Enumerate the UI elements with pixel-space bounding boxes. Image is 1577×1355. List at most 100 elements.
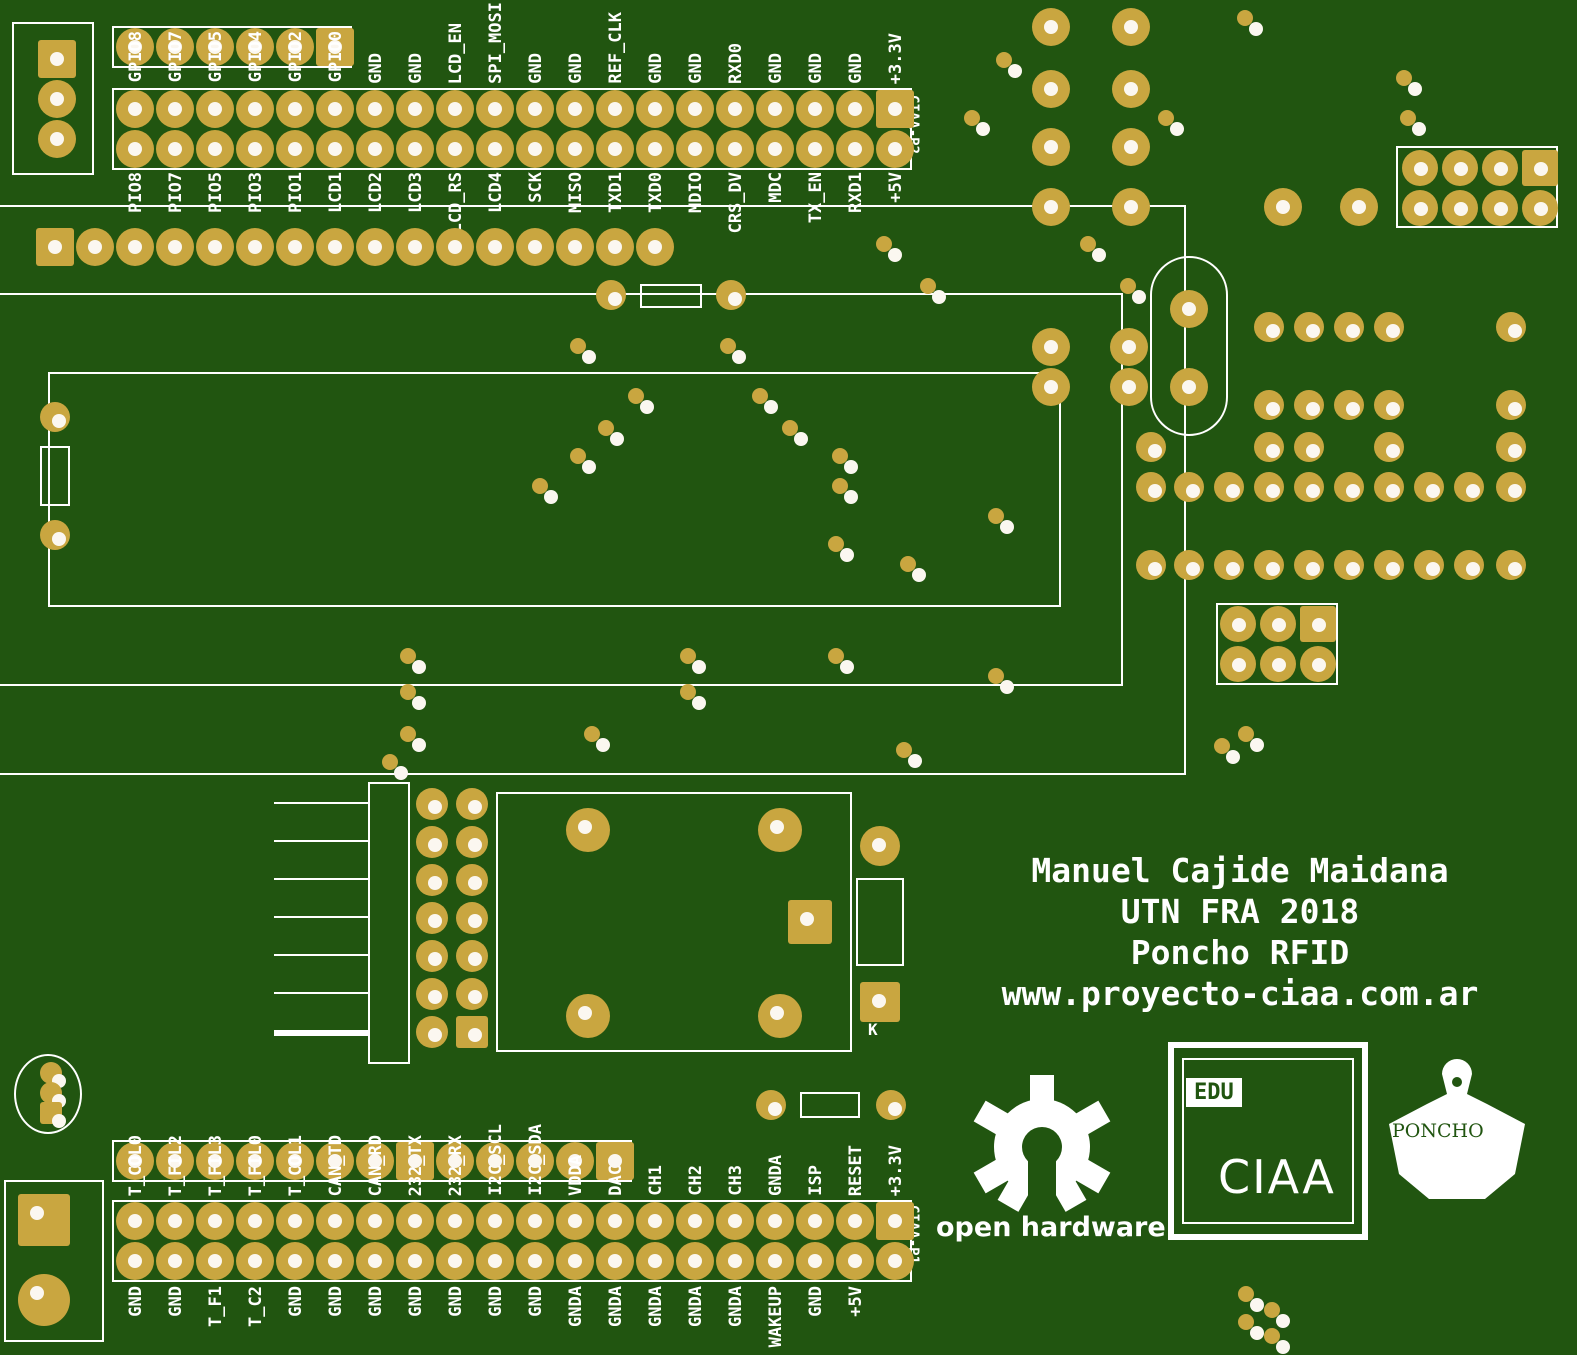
website: www.proyecto-ciaa.com.ar bbox=[1001, 974, 1479, 1013]
pad bbox=[356, 228, 394, 266]
pin-label: CAN_TD bbox=[326, 1134, 346, 1196]
pad bbox=[416, 826, 448, 858]
pad bbox=[716, 130, 754, 168]
pad bbox=[276, 90, 314, 128]
pad bbox=[1414, 550, 1444, 580]
pad bbox=[570, 338, 596, 364]
pad bbox=[156, 90, 194, 128]
pad bbox=[476, 1202, 514, 1240]
pin-label: GND bbox=[806, 1286, 826, 1317]
pad bbox=[680, 648, 706, 674]
pad bbox=[1334, 390, 1364, 420]
resistor-body bbox=[800, 1092, 860, 1118]
pad bbox=[316, 1202, 354, 1240]
pad bbox=[1237, 10, 1263, 36]
pad bbox=[1214, 472, 1244, 502]
pad bbox=[196, 28, 234, 66]
pad bbox=[752, 388, 778, 414]
pad bbox=[876, 130, 914, 168]
crystal-pad bbox=[1170, 290, 1208, 328]
pad bbox=[396, 1142, 434, 1180]
pin-label: GND bbox=[286, 1286, 306, 1317]
pad bbox=[196, 130, 234, 168]
pad bbox=[676, 1202, 714, 1240]
pad bbox=[236, 28, 274, 66]
oval-pad bbox=[1032, 188, 1070, 226]
pad bbox=[832, 448, 858, 474]
pad bbox=[236, 90, 274, 128]
pad bbox=[1402, 190, 1438, 226]
power-pad bbox=[18, 1194, 70, 1246]
pad bbox=[832, 478, 858, 504]
pad bbox=[596, 90, 634, 128]
pad bbox=[416, 864, 448, 896]
pad bbox=[1254, 312, 1284, 342]
pad bbox=[236, 228, 274, 266]
pad bbox=[532, 478, 558, 504]
pad bbox=[556, 1202, 594, 1240]
pad bbox=[276, 228, 314, 266]
pad bbox=[316, 28, 354, 66]
pad bbox=[416, 902, 448, 934]
header-pin-line bbox=[274, 992, 370, 994]
pad bbox=[1294, 550, 1324, 580]
pin-label: T_FIL2 bbox=[166, 1134, 186, 1196]
pad bbox=[456, 864, 488, 896]
pad bbox=[196, 1242, 234, 1280]
pad bbox=[116, 1142, 154, 1180]
pad bbox=[1522, 150, 1558, 186]
pin-label: T_COL1 bbox=[286, 1134, 306, 1196]
pad bbox=[1238, 1286, 1264, 1312]
pad bbox=[570, 448, 596, 474]
pad bbox=[676, 90, 714, 128]
pad bbox=[1334, 550, 1364, 580]
pad bbox=[476, 1142, 514, 1180]
rfid-module-outline bbox=[496, 792, 852, 1052]
pad bbox=[1374, 550, 1404, 580]
diode-cathode-mark: K bbox=[868, 1020, 878, 1039]
oval-pad bbox=[1110, 328, 1148, 366]
pad bbox=[876, 1202, 914, 1240]
pad bbox=[1264, 1328, 1290, 1354]
sensor-pad bbox=[40, 1062, 66, 1088]
pad bbox=[1400, 110, 1426, 136]
pin-label: +5V bbox=[846, 1286, 866, 1317]
oval-pad bbox=[1112, 188, 1150, 226]
pad bbox=[1294, 312, 1324, 342]
poncho-logo: PONCHO bbox=[1384, 1054, 1530, 1204]
pad bbox=[782, 420, 808, 446]
pad bbox=[456, 826, 488, 858]
pad bbox=[1374, 390, 1404, 420]
crystal-pad bbox=[1170, 368, 1208, 406]
resistor-pad bbox=[756, 1090, 786, 1120]
pad bbox=[400, 684, 426, 710]
diode-pad bbox=[860, 982, 900, 1022]
top-left-connector-outline bbox=[12, 22, 94, 175]
pad bbox=[76, 228, 114, 266]
pad bbox=[156, 228, 194, 266]
connector-pad bbox=[38, 120, 76, 158]
pad bbox=[1396, 70, 1422, 96]
pin-label: CH1 bbox=[646, 1165, 666, 1196]
pad bbox=[516, 1202, 554, 1240]
pin-label: ISP bbox=[806, 1165, 826, 1196]
pad bbox=[828, 648, 854, 674]
pad bbox=[628, 388, 654, 414]
pad bbox=[964, 110, 990, 136]
pad bbox=[596, 1242, 634, 1280]
pad bbox=[584, 726, 610, 752]
connector-pad bbox=[38, 40, 76, 78]
pad bbox=[756, 1202, 794, 1240]
pad bbox=[436, 1142, 474, 1180]
pin-label: LCD_EN bbox=[446, 22, 466, 84]
header-pin-line bbox=[274, 954, 370, 956]
pad bbox=[36, 228, 74, 266]
pin-label: GPIO8 bbox=[126, 30, 146, 82]
oval-pad bbox=[1340, 188, 1378, 226]
pin-label: GND bbox=[326, 1286, 346, 1317]
pad bbox=[382, 754, 408, 780]
ciaa-p1-outline bbox=[112, 1200, 912, 1282]
pad bbox=[596, 1142, 634, 1180]
header-pin-line bbox=[274, 878, 370, 880]
edu-ciaa-inner-frame bbox=[1182, 1058, 1354, 1224]
